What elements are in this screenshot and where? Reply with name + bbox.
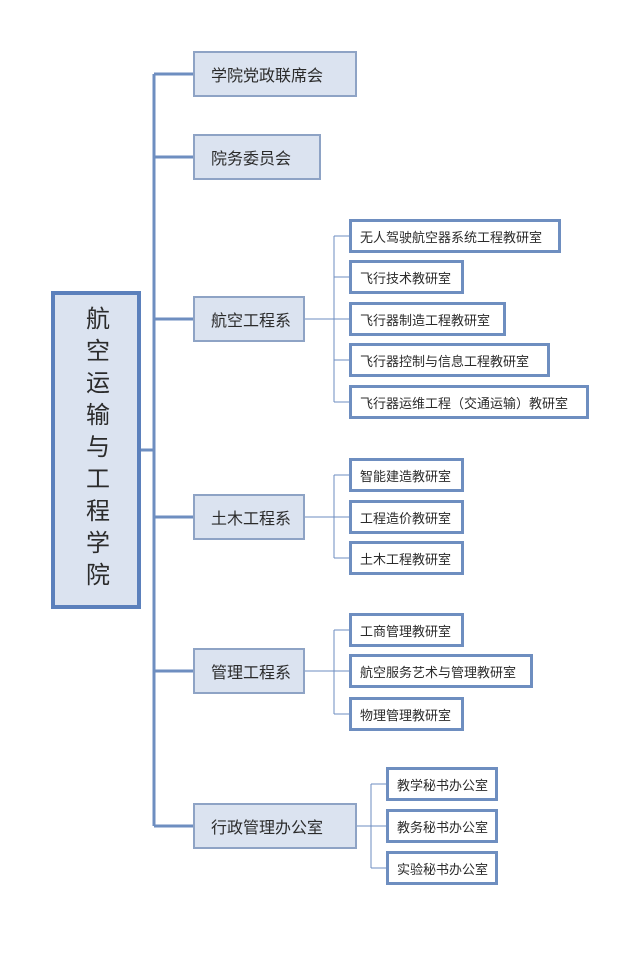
leaf-node: 物理管理教研室 — [349, 697, 464, 731]
leaf-node: 实验秘书办公室 — [386, 851, 498, 885]
leaf-node: 航空服务艺术与管理教研室 — [349, 654, 533, 688]
leaf-node: 教务秘书办公室 — [386, 809, 498, 843]
branch-node: 航空工程系 — [193, 296, 305, 342]
leaf-node: 智能建造教研室 — [349, 458, 464, 492]
branch-node: 行政管理办公室 — [193, 803, 357, 849]
branch-node: 学院党政联席会 — [193, 51, 357, 97]
leaf-node: 飞行器制造工程教研室 — [349, 302, 506, 336]
leaf-node: 飞行器运维工程（交通运输）教研室 — [349, 385, 589, 419]
leaf-node: 教学秘书办公室 — [386, 767, 498, 801]
branch-node: 管理工程系 — [193, 648, 305, 694]
leaf-node: 工程造价教研室 — [349, 500, 464, 534]
leaf-node: 工商管理教研室 — [349, 613, 464, 647]
root-node: 航空运输与工程学院 — [51, 291, 141, 609]
leaf-node: 飞行技术教研室 — [349, 260, 464, 294]
leaf-node: 土木工程教研室 — [349, 541, 464, 575]
leaf-node: 飞行器控制与信息工程教研室 — [349, 343, 550, 377]
branch-node: 院务委员会 — [193, 134, 321, 180]
leaf-node: 无人驾驶航空器系统工程教研室 — [349, 219, 561, 253]
branch-node: 土木工程系 — [193, 494, 305, 540]
